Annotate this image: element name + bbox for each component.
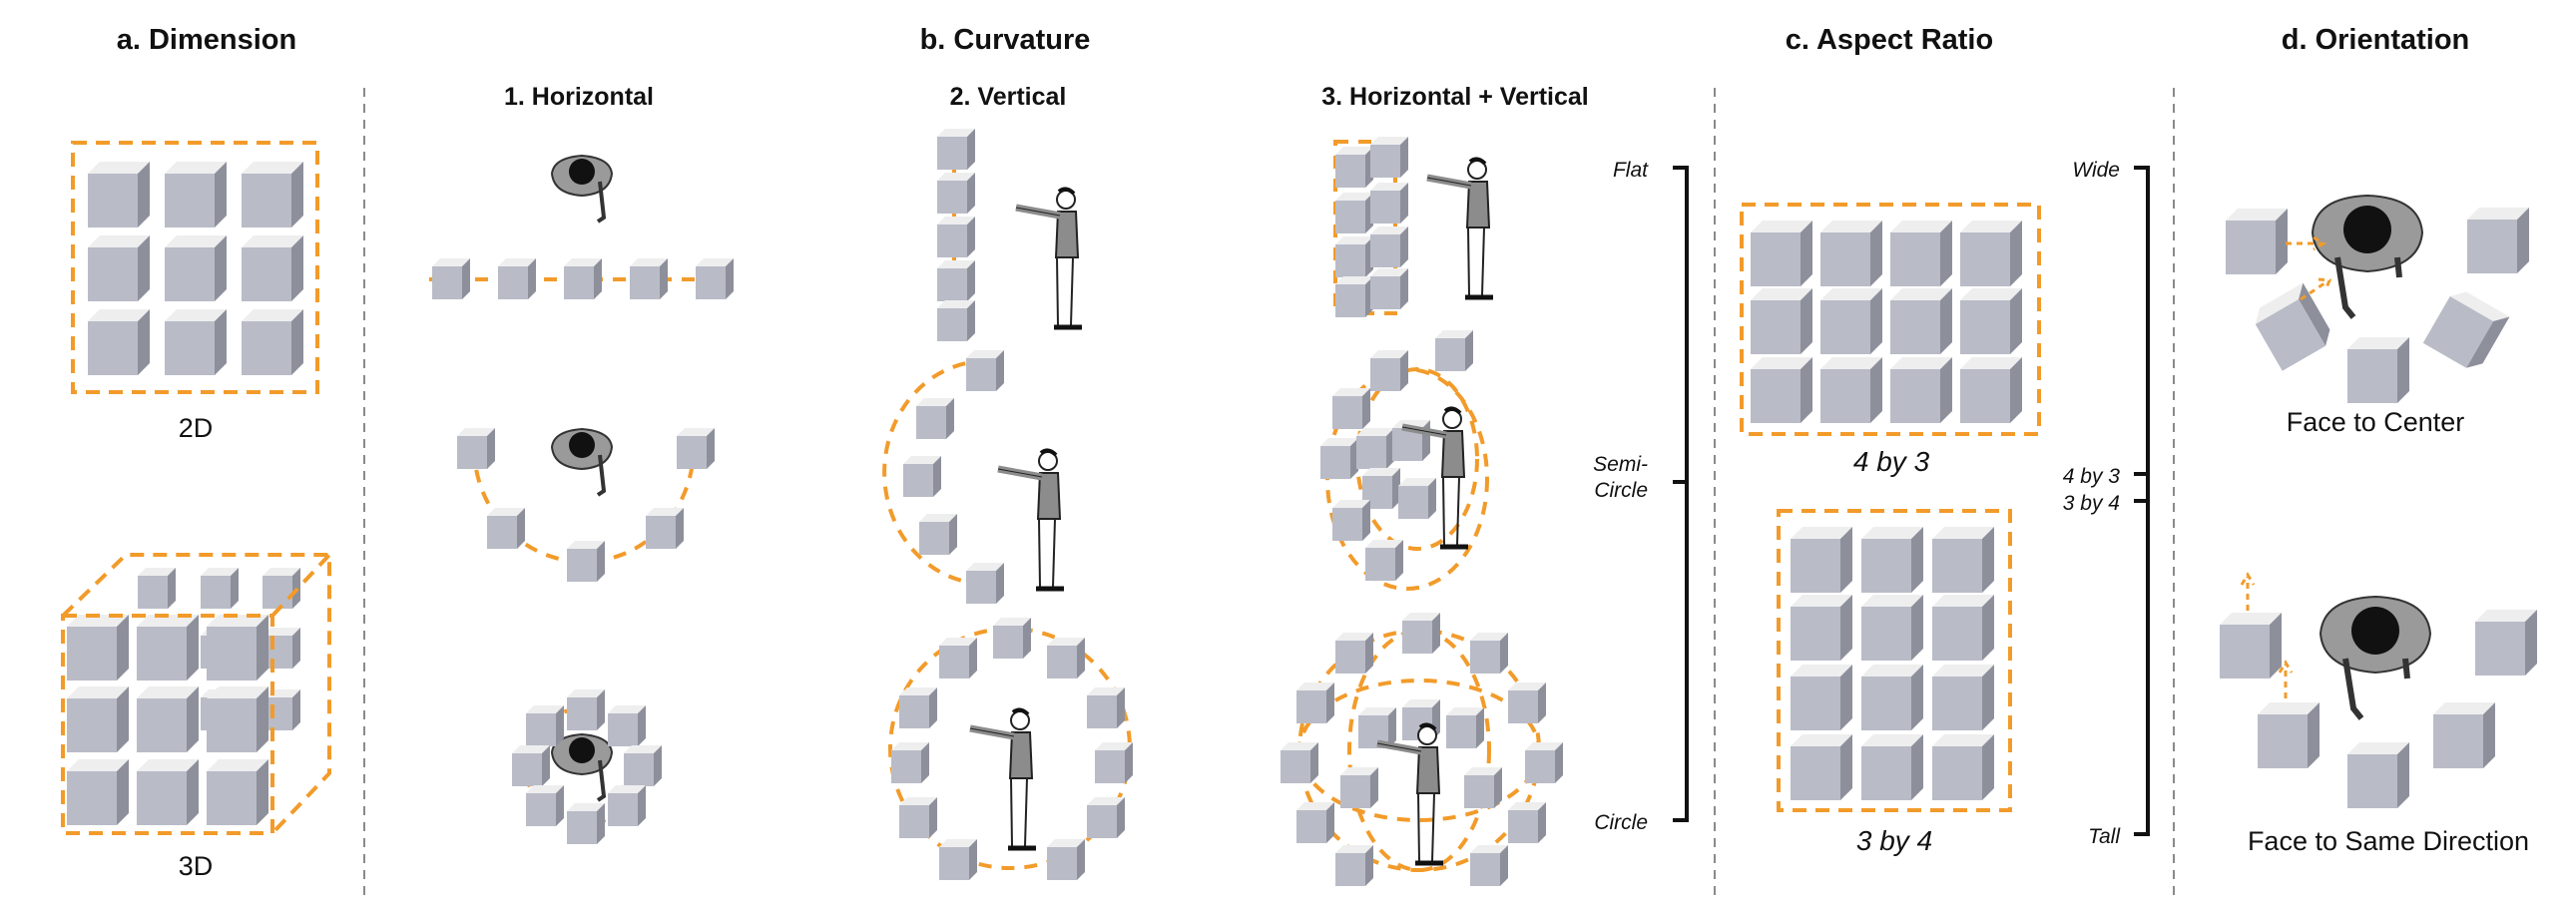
scale-tall: Tall: [2088, 825, 2121, 848]
aspect-3-by-4-grid: [1777, 509, 2012, 812]
dimension-3d-cube: [61, 553, 331, 835]
orientation-face-center: [2226, 196, 2529, 403]
scale-4-by-3: 4 by 3: [2063, 465, 2121, 488]
vertical-circle: [888, 618, 1133, 880]
both-circle: [1281, 613, 1563, 886]
label-2d: 2D: [179, 413, 214, 443]
scale-semi-circle: Circle: [1594, 479, 1648, 502]
label-3d: 3D: [179, 851, 214, 881]
scale-flat: Flat: [1613, 159, 1649, 182]
curvature-col-both: 3. Horizontal + Vertical: [1321, 83, 1588, 111]
aspect-scale-bar: [2134, 166, 2150, 836]
both-semicircle: [1320, 330, 1489, 591]
curvature-scale-bar: [1673, 166, 1689, 822]
orientation-title: d. Orientation: [2282, 24, 2470, 56]
curvature-col-horizontal: 1. Horizontal: [504, 83, 654, 111]
both-flat: [1333, 137, 1493, 317]
horizontal-circle: [512, 689, 662, 844]
orientation-face-same: [2220, 572, 2537, 808]
label-face-same-direction: Face to Same Direction: [2248, 826, 2529, 856]
aspect-ratio-title: c. Aspect Ratio: [1786, 24, 1993, 56]
scale-semi: Semi-: [1593, 453, 1648, 476]
label-face-to-center: Face to Center: [2287, 407, 2465, 437]
scale-3-by-4: 3 by 4: [2063, 492, 2120, 515]
scale-circle: Circle: [1594, 811, 1648, 834]
curvature-title: b. Curvature: [920, 24, 1091, 56]
horizontal-semicircle: [457, 427, 715, 582]
curvature-col-vertical: 2. Vertical: [950, 83, 1067, 111]
dimension-2d-grid: [71, 141, 319, 394]
vertical-semicircle: [882, 350, 1064, 604]
horizontal-flat: [429, 154, 734, 299]
label-3-by-4: 3 by 4: [1856, 825, 1932, 856]
label-4-by-3: 4 by 3: [1853, 446, 1930, 477]
aspect-4-by-3-grid: [1740, 203, 2041, 436]
2d-frame: [71, 141, 319, 394]
dimension-title: a. Dimension: [117, 24, 297, 56]
vertical-flat: [937, 129, 1082, 341]
scale-wide: Wide: [2072, 159, 2120, 182]
